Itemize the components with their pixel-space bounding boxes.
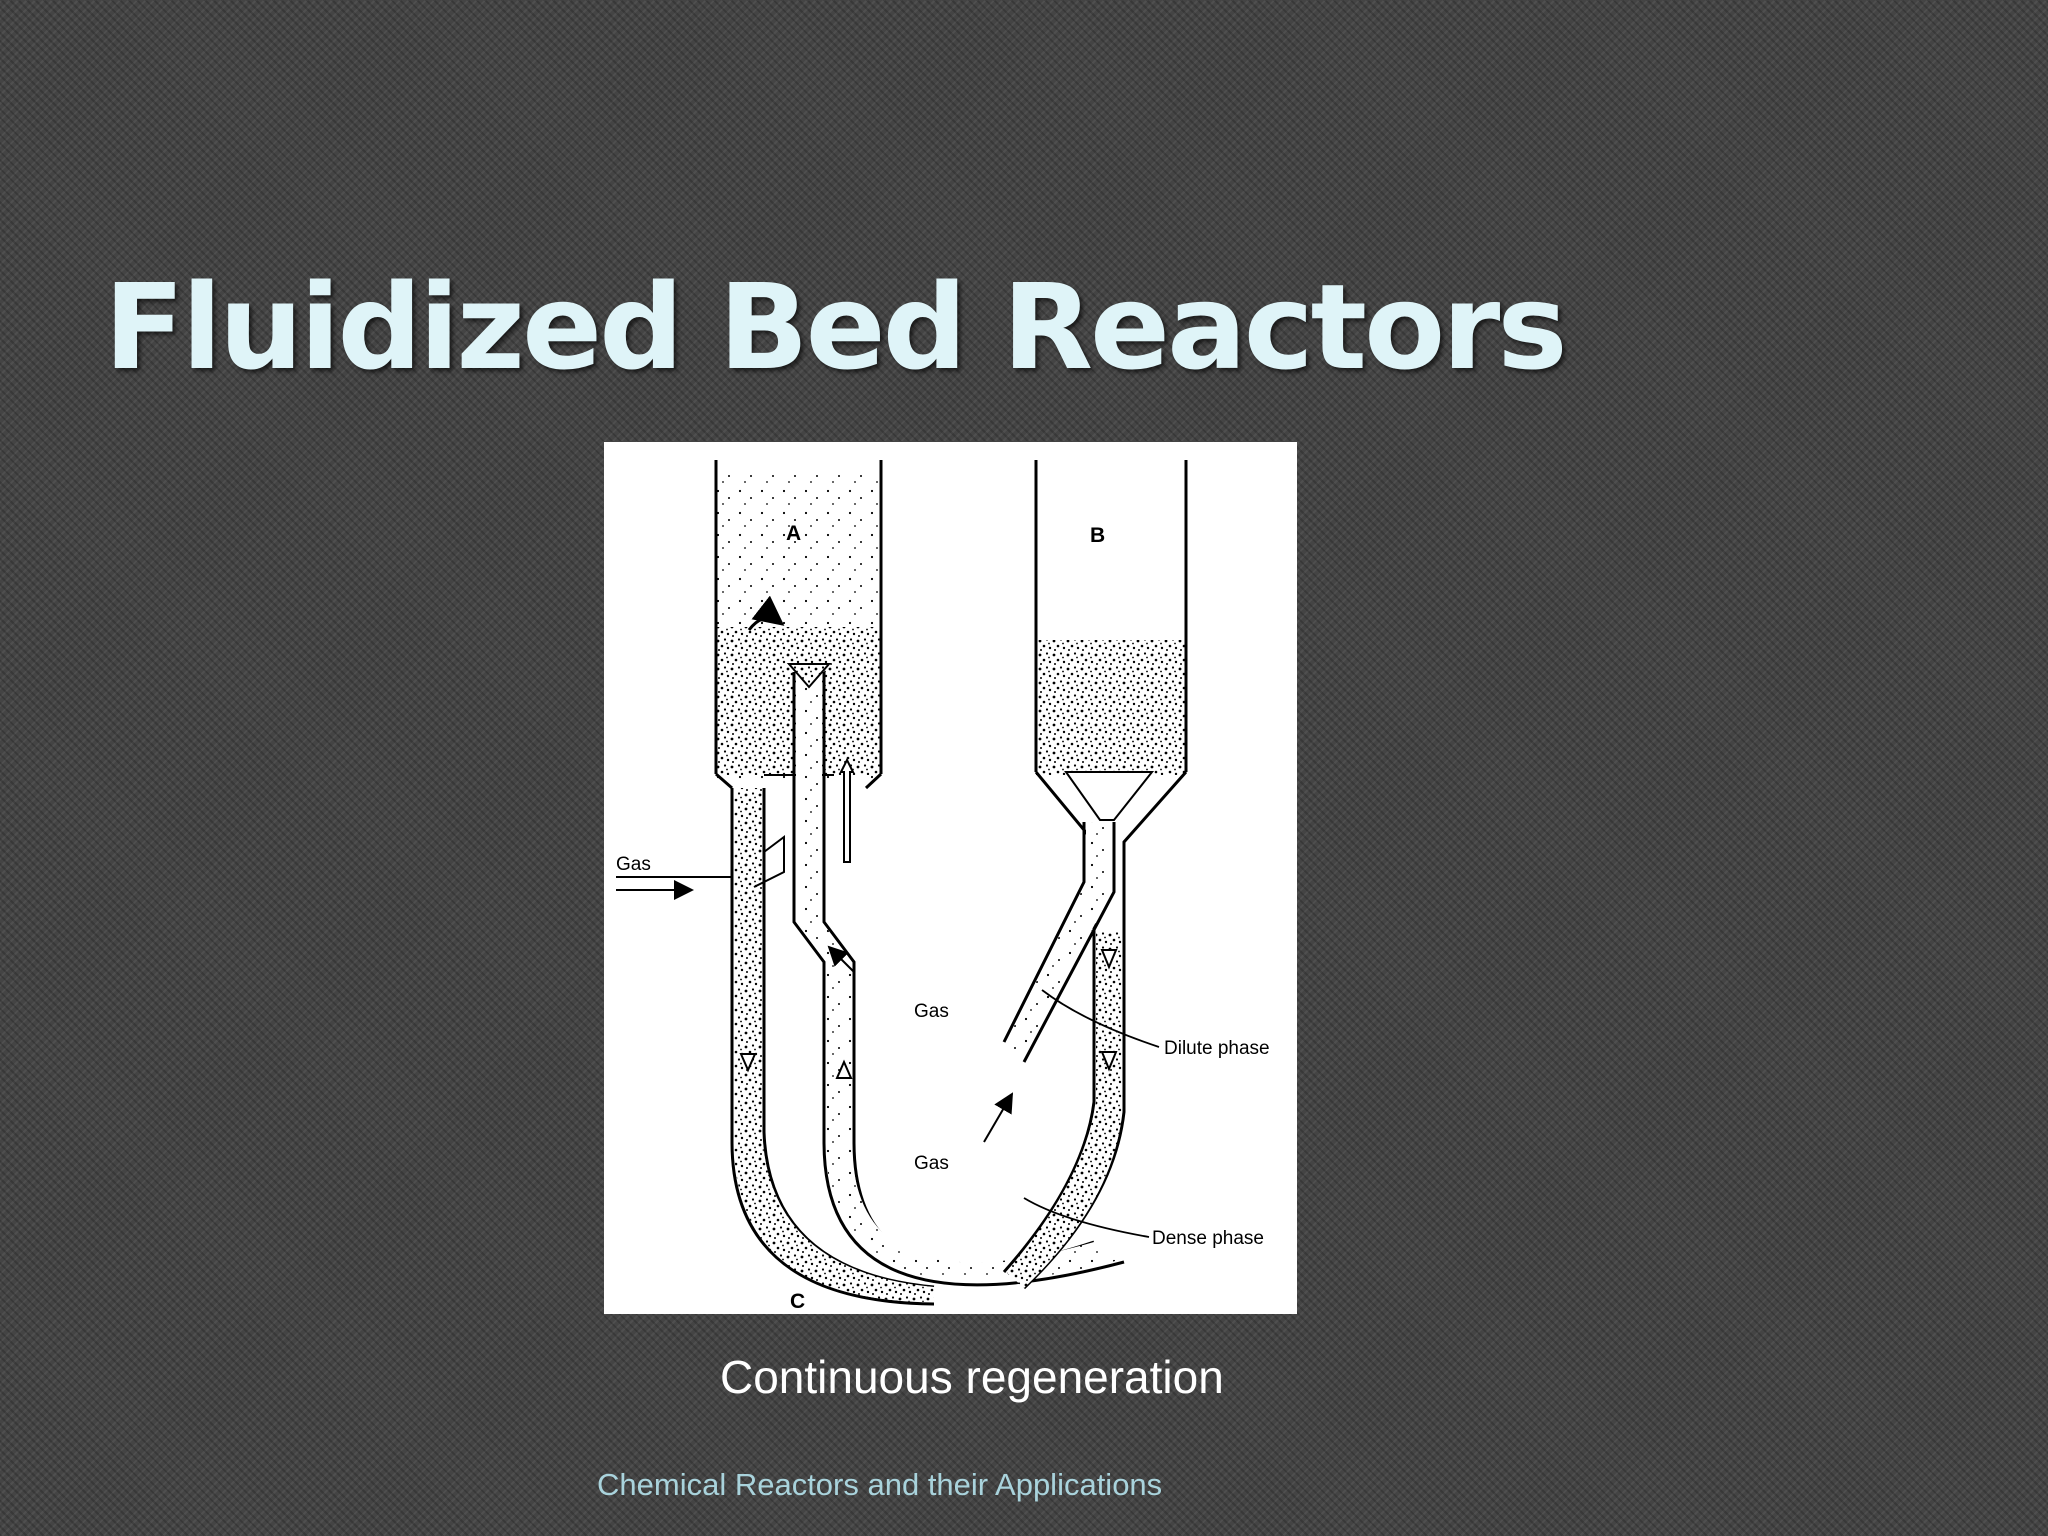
slide-title: Fluidized Bed Reactors [104, 258, 1568, 396]
figure-caption: Continuous regeneration [720, 1351, 1224, 1403]
dilute-phase-label: Dilute phase [1164, 1038, 1270, 1059]
vessel-a-label: A [786, 522, 801, 545]
reactor-diagram: A B C Gas Gas Gas Dilute phase Dense pha… [604, 442, 1297, 1314]
gas-inlet-center-label: Gas [914, 1001, 949, 1022]
vessel-b-label: B [1090, 524, 1105, 547]
gas-inlet-lower-label: Gas [914, 1153, 949, 1174]
dense-phase-label: Dense phase [1152, 1228, 1264, 1249]
u-tube-label: C [790, 1290, 805, 1313]
slide-footer: Chemical Reactors and their Applications [597, 1467, 1163, 1502]
gas-inlet-left-label: Gas [616, 854, 651, 875]
vessel-b [1034, 460, 1188, 932]
